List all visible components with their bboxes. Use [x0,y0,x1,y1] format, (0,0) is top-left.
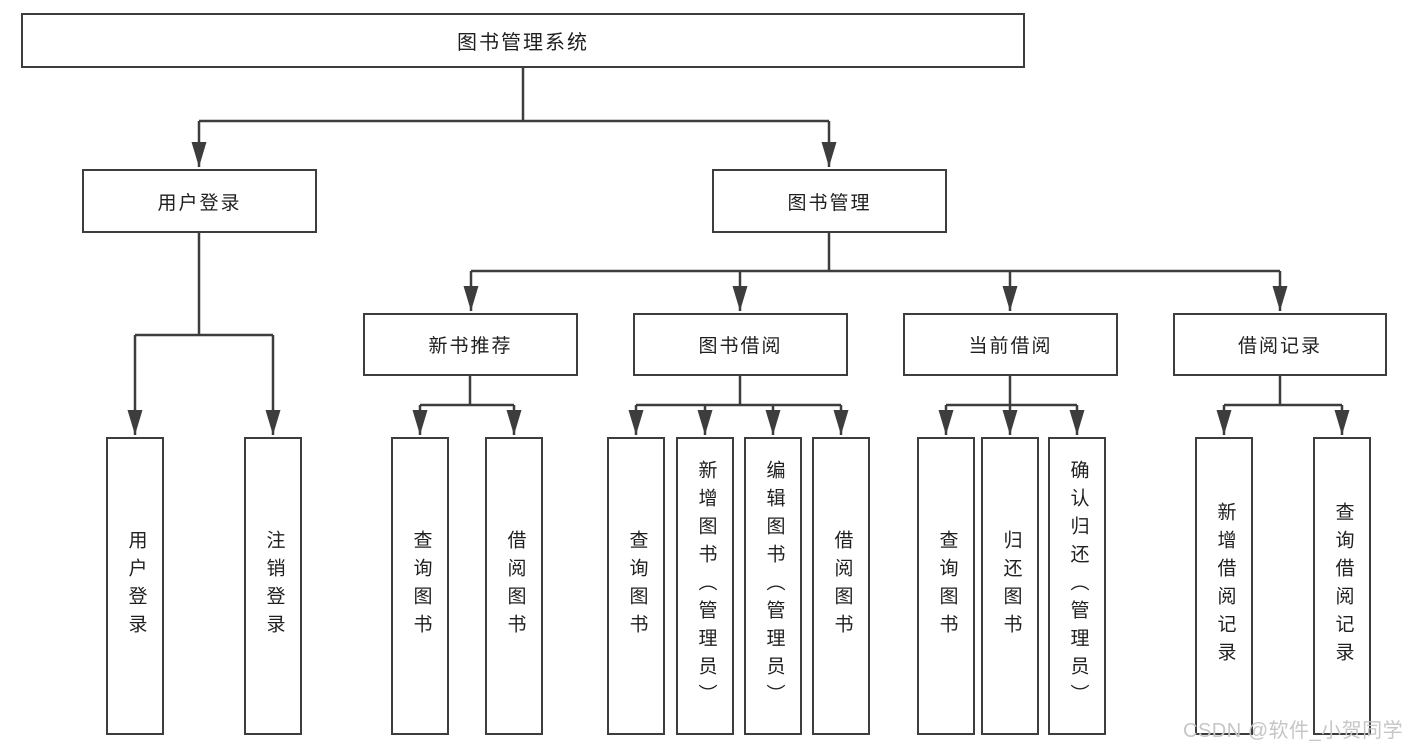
node-book-borrowing: 图书借阅 [633,313,848,376]
csdn-watermark: CSDN @软件_小贺同学 [1183,720,1404,742]
node-new-book-recommend: 新书推荐 [363,313,578,376]
leaf-query-books-current: 查询图书 [917,437,975,735]
leaf-query-books-recommend: 查询图书 [391,437,449,735]
leaf-add-borrow-record: 新增借阅记录 [1195,437,1253,735]
leaf-query-borrow-record: 查询借阅记录 [1313,437,1371,735]
leaf-logout: 注销登录 [244,437,302,735]
leaf-borrow-books-borrowing: 借阅图书 [812,437,870,735]
leaf-borrow-books-recommend: 借阅图书 [485,437,543,735]
leaf-user-login: 用户登录 [106,437,164,735]
node-current-borrowing: 当前借阅 [903,313,1118,376]
leaf-query-books-borrowing: 查询图书 [607,437,665,735]
leaf-confirm-return-admin: 确认归还（管理员） [1048,437,1106,735]
node-user-login: 用户登录 [82,169,317,233]
leaf-add-books-admin: 新增图书（管理员） [676,437,734,735]
node-book-management: 图书管理 [712,169,947,233]
leaf-return-books: 归还图书 [981,437,1039,735]
leaf-edit-books-admin: 编辑图书（管理员） [744,437,802,735]
node-root-system: 图书管理系统 [21,13,1025,68]
node-borrowing-records: 借阅记录 [1173,313,1387,376]
